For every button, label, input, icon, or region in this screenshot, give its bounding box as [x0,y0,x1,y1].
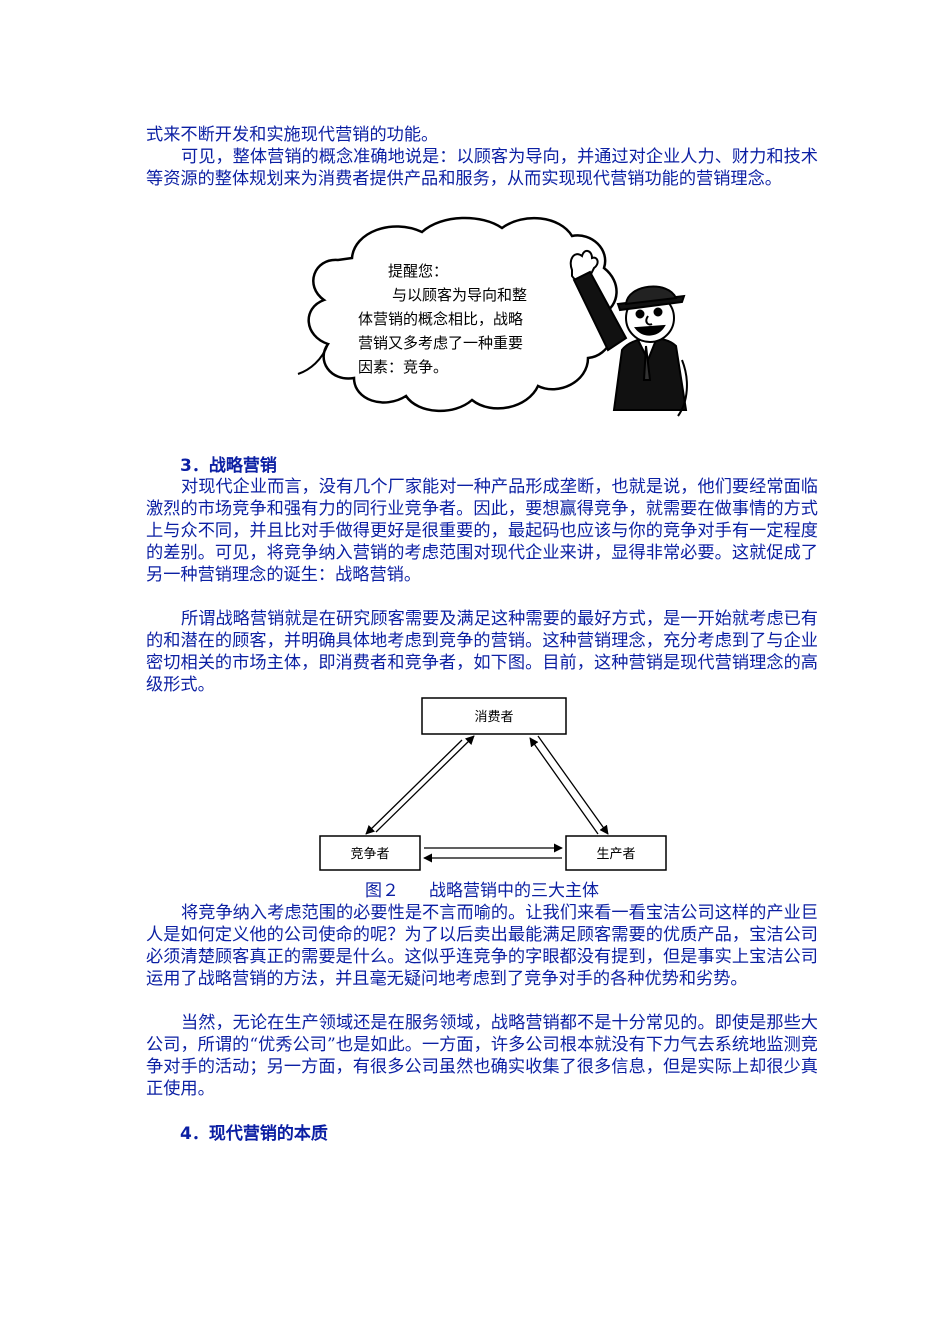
section-3-paragraph-1: 对现代企业而言，没有几个厂家能对一种产品形成垄断，也就是说，他们要经常面临激烈的… [146,477,818,587]
intro-line: 式来不断开发和实施现代营销的功能。 [146,125,439,145]
arrow-consumer-to-producer [537,735,609,835]
arrow-producer-to-consumer [529,737,599,835]
after-figure-paragraph-1-text: 将竞争纳入考虑范围的必要性是不言而喻的。让我们来看一看宝洁公司这样的产业巨人是如… [146,903,818,989]
after-figure-paragraph-1: 将竞争纳入考虑范围的必要性是不言而喻的。让我们来看一看宝洁公司这样的产业巨人是如… [146,903,818,991]
reminder-line-1: 与以顾客为导向和整 [392,286,527,304]
node-consumer: 消费者 [421,697,567,735]
three-entities-diagram: 消费者 竞争者 生产者 [319,697,667,871]
section-3-paragraph-2: 所谓战略营销就是在研究顾客需要及满足这种需要的最好方式，是一开始就考虑已有的和潜… [146,609,818,697]
reminder-line-3: 营销又多考虑了一种重要 [358,334,523,352]
node-competitor-label: 竞争者 [350,846,389,862]
figure-number: 图２ [365,881,399,901]
node-consumer-label: 消费者 [474,710,513,725]
reminder-illustration: 提醒您： 与以顾客为导向和整 体营销的概念相比，战略 营销又多考虑了一种重要 因… [297,216,688,417]
section-3-paragraph-2-text: 所谓战略营销就是在研究顾客需要及满足这种需要的最好方式，是一开始就考虑已有的和潜… [146,609,818,695]
cartoon-man-icon [569,250,688,417]
arrow-competitor-to-consumer [375,735,475,833]
node-producer-label: 生产者 [596,847,635,862]
section-4-heading: 4．现代营销的本质 [180,1124,328,1144]
reminder-line-4: 因素：竞争。 [358,358,448,376]
section-3-paragraph-1-text: 对现代企业而言，没有几个厂家能对一种产品形成垄断，也就是说，他们要经常面临激烈的… [146,477,818,585]
figure-title: 战略营销中的三大主体 [429,881,599,901]
reminder-title: 提醒您： [388,262,448,280]
section-3-heading: 3．战略营销 [180,456,277,476]
node-producer: 生产者 [565,835,667,871]
intro-paragraph-text: 可见，整体营销的概念准确地说是：以顾客为导向，并通过对企业人力、财力和技术等资源… [146,147,818,189]
intro-paragraph: 可见，整体营销的概念准确地说是：以顾客为导向，并通过对企业人力、财力和技术等资源… [146,147,818,191]
after-figure-paragraph-2: 当然，无论在生产领域还是在服务领域，战略营销都不是十分常见的。即使是那些大公司，… [146,1013,818,1101]
after-figure-paragraph-2-text: 当然，无论在生产领域还是在服务领域，战略营销都不是十分常见的。即使是那些大公司，… [146,1013,818,1099]
reminder-line-2: 体营销的概念相比，战略 [358,310,523,328]
figure-caption: 图２ 战略营销中的三大主体 [146,880,818,902]
node-competitor: 竞争者 [319,835,421,871]
arrow-consumer-to-competitor [365,739,463,835]
